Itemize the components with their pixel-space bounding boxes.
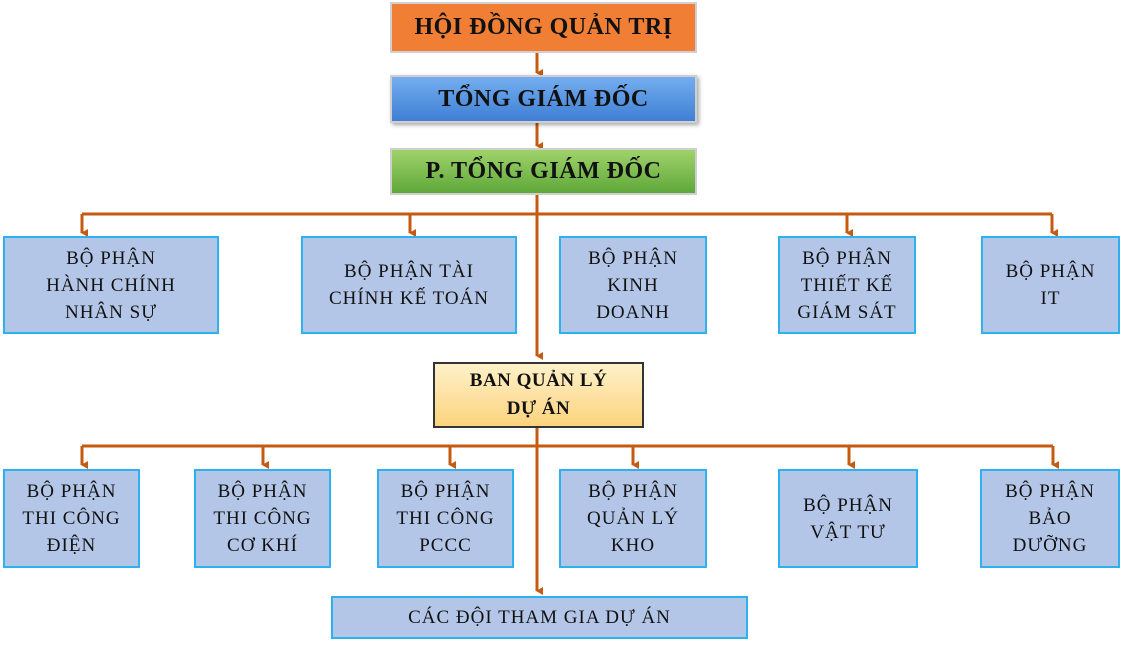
project-dept-maintenance: BỘ PHẬN BẢO DƯỠNG xyxy=(980,469,1120,568)
project-teams-label: CÁC ĐỘI THAM GIA DỰ ÁN xyxy=(408,606,671,628)
department-line: DOANH xyxy=(596,301,670,323)
department-line: VẬT TƯ xyxy=(810,521,886,543)
department-line: DƯỠNG xyxy=(1012,535,1088,556)
project-dept-fire-protection: BỘ PHẬN THI CÔNG PCCC xyxy=(377,469,514,568)
department-line: BỘ PHẬN xyxy=(588,247,678,269)
department-line: IT xyxy=(1040,288,1061,309)
department-line: BỘ PHẬN xyxy=(66,247,156,269)
ceo-label: TỔNG GIÁM ĐỐC xyxy=(438,85,649,112)
department-line: CƠ KHÍ xyxy=(227,535,298,556)
department-line: GIÁM SÁT xyxy=(797,301,897,323)
department-line: BỘ PHẬN xyxy=(1005,261,1096,282)
project-dept-electrical: BỘ PHẬN THI CÔNG ĐIỆN xyxy=(3,469,140,568)
department-line: PCCC xyxy=(419,535,472,556)
department-sales: BỘ PHẬN KINH DOANH xyxy=(559,236,707,334)
department-line: BỘ PHẬN xyxy=(400,481,491,502)
project-management-line: BAN QUẢN LÝ xyxy=(469,370,608,391)
project-dept-warehouse: BỘ PHẬN QUẢN LÝ KHO xyxy=(559,469,707,568)
department-line: BỘ PHẬN xyxy=(26,481,117,502)
department-line: QUẢN LÝ xyxy=(587,508,679,529)
department-line: BỘ PHẬN TÀI xyxy=(344,261,474,282)
department-line: NHÂN SỰ xyxy=(65,301,157,323)
department-line: THIẾT KẾ xyxy=(800,274,894,296)
department-line: BỘ PHẬN xyxy=(803,494,893,516)
department-line: BỘ PHẬN xyxy=(217,481,308,502)
department-line: ĐIỆN xyxy=(46,535,97,556)
department-line: BỘ PHẬN xyxy=(588,481,678,502)
department-line: BỘ PHẬN xyxy=(802,247,892,269)
project-teams-box: CÁC ĐỘI THAM GIA DỰ ÁN xyxy=(331,596,748,639)
deputy-ceo-label: P. TỔNG GIÁM ĐỐC xyxy=(425,158,662,184)
department-line: HÀNH CHÍNH xyxy=(46,274,176,296)
department-line: THI CÔNG xyxy=(213,508,312,529)
project-dept-materials: BỘ PHẬN VẬT TƯ xyxy=(778,469,918,568)
department-it: BỘ PHẬN IT xyxy=(981,236,1120,334)
deputy-ceo-box: P. TỔNG GIÁM ĐỐC xyxy=(390,148,697,195)
department-line: BỘ PHẬN xyxy=(1005,481,1095,502)
department-design-supervision: BỘ PHẬN THIẾT KẾ GIÁM SÁT xyxy=(778,236,916,334)
board-label: HỘI ĐỒNG QUẢN TRỊ xyxy=(414,14,673,40)
ceo-box: TỔNG GIÁM ĐỐC xyxy=(390,75,697,123)
department-line: KHO xyxy=(610,535,656,556)
project-management-line: DỰ ÁN xyxy=(506,398,571,419)
department-line: CHÍNH KẾ TOÁN xyxy=(328,288,490,309)
project-management-box: BAN QUẢN LÝ DỰ ÁN xyxy=(433,362,644,428)
board-box: HỘI ĐỒNG QUẢN TRỊ xyxy=(390,2,697,53)
department-line: THI CÔNG xyxy=(22,508,121,529)
project-dept-mechanical: BỘ PHẬN THI CÔNG CƠ KHÍ xyxy=(194,469,331,568)
department-line: BẢO xyxy=(1028,508,1072,529)
department-finance-accounting: BỘ PHẬN TÀI CHÍNH KẾ TOÁN xyxy=(301,236,517,334)
department-line: KINH xyxy=(607,274,659,296)
department-hr-admin: BỘ PHẬN HÀNH CHÍNH NHÂN SỰ xyxy=(3,236,219,334)
department-line: THI CÔNG xyxy=(396,508,495,529)
